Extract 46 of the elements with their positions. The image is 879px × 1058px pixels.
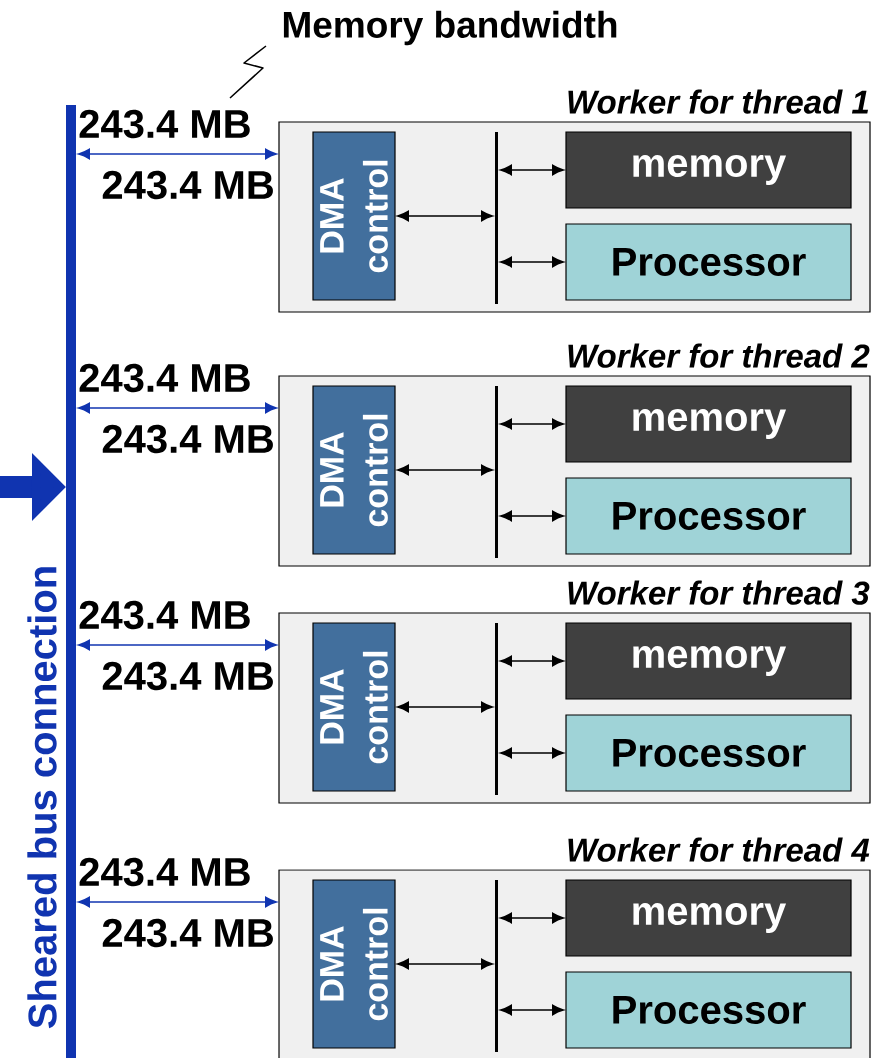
bandwidth-label: 243.4 MB <box>102 170 273 200</box>
arrow <box>397 464 493 476</box>
memory-box: memory <box>565 385 852 463</box>
title: Memory bandwidth <box>283 10 617 46</box>
processor-box: Processor <box>565 971 852 1049</box>
processor-box: Processor <box>565 714 852 792</box>
arrow <box>78 402 277 414</box>
arrow <box>500 418 564 430</box>
arrow <box>500 1004 564 1016</box>
dma-control-box: DMA control <box>312 622 396 792</box>
bus-label: Sheared bus connection <box>27 567 57 1029</box>
arrow <box>78 896 277 908</box>
arrow <box>397 958 493 970</box>
worker-heading: Worker for thread 4 <box>568 837 870 862</box>
arrow <box>397 210 493 222</box>
bus-line <box>495 386 498 558</box>
arrow <box>500 164 564 176</box>
bus-line <box>495 623 498 795</box>
worker-heading: Worker for thread 2 <box>568 343 870 368</box>
edge-label: 243.4 MB <box>79 363 250 393</box>
bus-line <box>495 880 498 1052</box>
dma-control-box: DMA control <box>312 131 396 301</box>
memory-box: memory <box>565 879 852 957</box>
arrow <box>78 639 277 651</box>
processor-box: Processor <box>565 477 852 555</box>
arrow <box>78 148 277 160</box>
memory-box: memory <box>565 622 852 700</box>
edge-label: 243.4 MB <box>79 109 250 139</box>
edge-label: 243.4 MB <box>79 600 250 630</box>
dma-control-box: DMA control <box>312 385 396 555</box>
memory-box: memory <box>565 131 852 209</box>
bandwidth-label: 243.4 MB <box>102 424 273 454</box>
arrow <box>500 655 564 667</box>
worker-heading: Worker for thread 3 <box>568 580 870 605</box>
bus-line <box>495 132 498 304</box>
bandwidth-label: 243.4 MB <box>102 661 273 691</box>
processor-box: Processor <box>565 223 852 301</box>
arrow <box>500 256 564 268</box>
arrow <box>397 701 493 713</box>
bandwidth-label: 243.4 MB <box>102 918 273 948</box>
arrow <box>500 747 564 759</box>
arrow <box>500 510 564 522</box>
edge-label: 243.4 MB <box>79 857 250 887</box>
dma-control-box: DMA control <box>312 879 396 1049</box>
worker-heading: Worker for thread 1 <box>568 89 868 114</box>
arrow <box>500 912 564 924</box>
